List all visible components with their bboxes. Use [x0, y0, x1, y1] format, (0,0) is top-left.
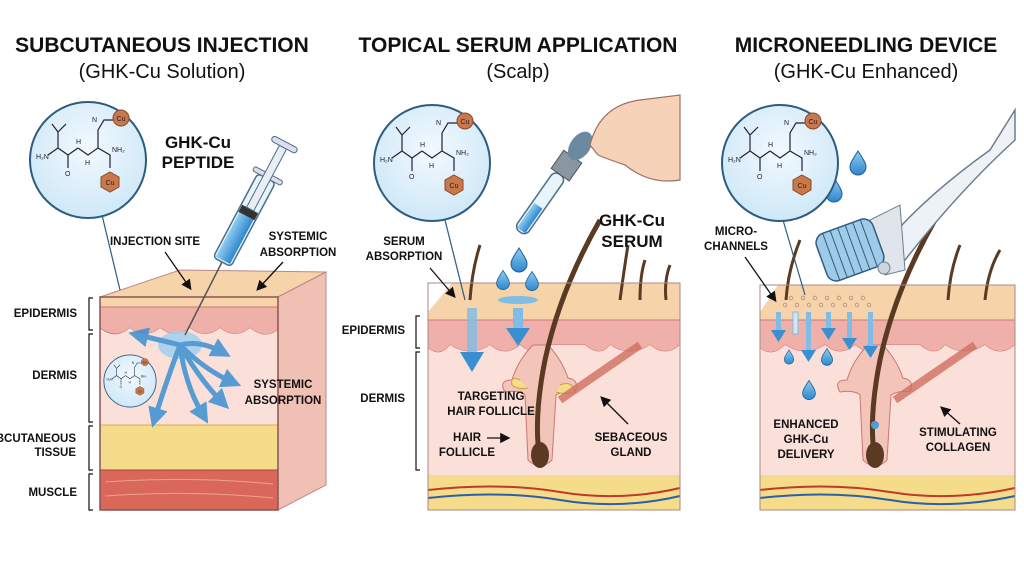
- systemic-absorption-label: SYSTEMIC: [254, 379, 313, 391]
- ghk-cu-serum-label: SERUM: [601, 232, 662, 251]
- molecule-amine-label: NH₂: [112, 147, 125, 154]
- molecule-inset: H₂N NH₂ O H H N Cu Cu: [29, 101, 147, 219]
- molecule-inset: [721, 104, 839, 222]
- panel-title: TOPICAL SERUM APPLICATION: [359, 34, 678, 57]
- molecule-hydrogen-label: H: [85, 160, 90, 167]
- panel-subcutaneous-injection: SUBCUTANEOUS INJECTION (GHK-Cu Solution): [0, 34, 337, 511]
- layer-label-subcutaneous: TISSUE: [34, 447, 76, 459]
- panel-title: SUBCUTANEOUS INJECTION: [15, 34, 309, 57]
- enhanced-delivery-label: ENHANCED: [773, 419, 838, 431]
- panel-subtitle: (Scalp): [486, 61, 549, 83]
- layer-labels: EPIDERMIS DERMIS: [342, 315, 420, 471]
- molecule-nitrogen-label: N: [92, 117, 97, 124]
- panel-subtitle: (GHK-Cu Enhanced): [774, 61, 959, 83]
- molecule-inset: [373, 104, 491, 222]
- layer-label-subcutaneous: SUBCUTANEOUS: [0, 433, 76, 445]
- hair-follicle-label: FOLLICLE: [439, 447, 496, 459]
- systemic-absorption-label: ABSORPTION: [245, 395, 322, 407]
- layer-labels: EPIDERMIS DERMIS SUBCUTANEOUS TISSUE MUS…: [0, 297, 93, 511]
- copper-atom-label: Cu: [117, 116, 126, 123]
- sebaceous-gland-label: SEBACEOUS: [595, 432, 668, 444]
- ghk-cu-peptide-label: PEPTIDE: [162, 153, 235, 172]
- callout-line: [782, 219, 806, 296]
- serum-absorption-arrows: [460, 296, 538, 372]
- sebaceous-gland-label: GLAND: [611, 447, 652, 459]
- layer-label-epidermis: EPIDERMIS: [342, 325, 406, 337]
- layer-label-epidermis: EPIDERMIS: [14, 308, 78, 320]
- layer-label-dermis: DERMIS: [360, 393, 405, 405]
- molecule-oxygen-label: O: [65, 171, 71, 178]
- stimulating-collagen-label: COLLAGEN: [926, 442, 991, 454]
- ghk-cu-serum-label: GHK-Cu: [599, 211, 665, 230]
- panel-microneedling: MICRONEEDLING DEVICE (GHK-Cu Enhanced): [704, 34, 1016, 511]
- diffusion-arrows: [128, 327, 242, 428]
- targeting-hair-follicle-label: HAIR FOLLICLE: [447, 406, 535, 418]
- enhanced-delivery-label: DELIVERY: [777, 449, 834, 461]
- molecule-hydrogen-label: H: [76, 139, 81, 146]
- dropper-and-hand: [515, 94, 681, 235]
- callout-line: [444, 219, 466, 301]
- ghk-cu-peptide-label: GHK-Cu: [165, 133, 231, 152]
- stimulating-collagen-label: STIMULATING: [919, 427, 997, 439]
- serum-absorption-label: ABSORPTION: [366, 251, 443, 263]
- derma-roller: [815, 107, 1016, 282]
- micro-channels-label: CHANNELS: [704, 241, 768, 253]
- panel-subtitle: (GHK-Cu Solution): [79, 61, 246, 83]
- microchannel-arrows: [771, 311, 878, 362]
- skin-block: [99, 269, 327, 511]
- scalp-cross-section: [427, 218, 681, 511]
- layer-label-muscle: MUSCLE: [28, 487, 77, 499]
- enhanced-delivery-label: GHK-Cu: [784, 434, 829, 446]
- systemic-absorption-label: ABSORPTION: [260, 247, 337, 259]
- molecule-inset-small: [103, 354, 157, 408]
- panel-topical-serum: TOPICAL SERUM APPLICATION (Scalp): [342, 34, 681, 511]
- injection-site-label: INJECTION SITE: [110, 236, 200, 248]
- targeting-hair-follicle-label: TARGETING: [458, 391, 525, 403]
- micro-channels-label: MICRO-: [715, 226, 757, 238]
- hair-follicle-label: HAIR: [453, 432, 482, 444]
- layer-label-dermis: DERMIS: [32, 370, 77, 382]
- molecule-amine-label: H₂N: [36, 154, 49, 161]
- systemic-absorption-label: SYSTEMIC: [269, 231, 328, 243]
- callout-line: [101, 214, 121, 291]
- panel-title: MICRONEEDLING DEVICE: [735, 34, 998, 57]
- copper-atom-label: Cu: [106, 180, 115, 187]
- syringe: [184, 135, 298, 336]
- serum-absorption-label: SERUM: [383, 236, 425, 248]
